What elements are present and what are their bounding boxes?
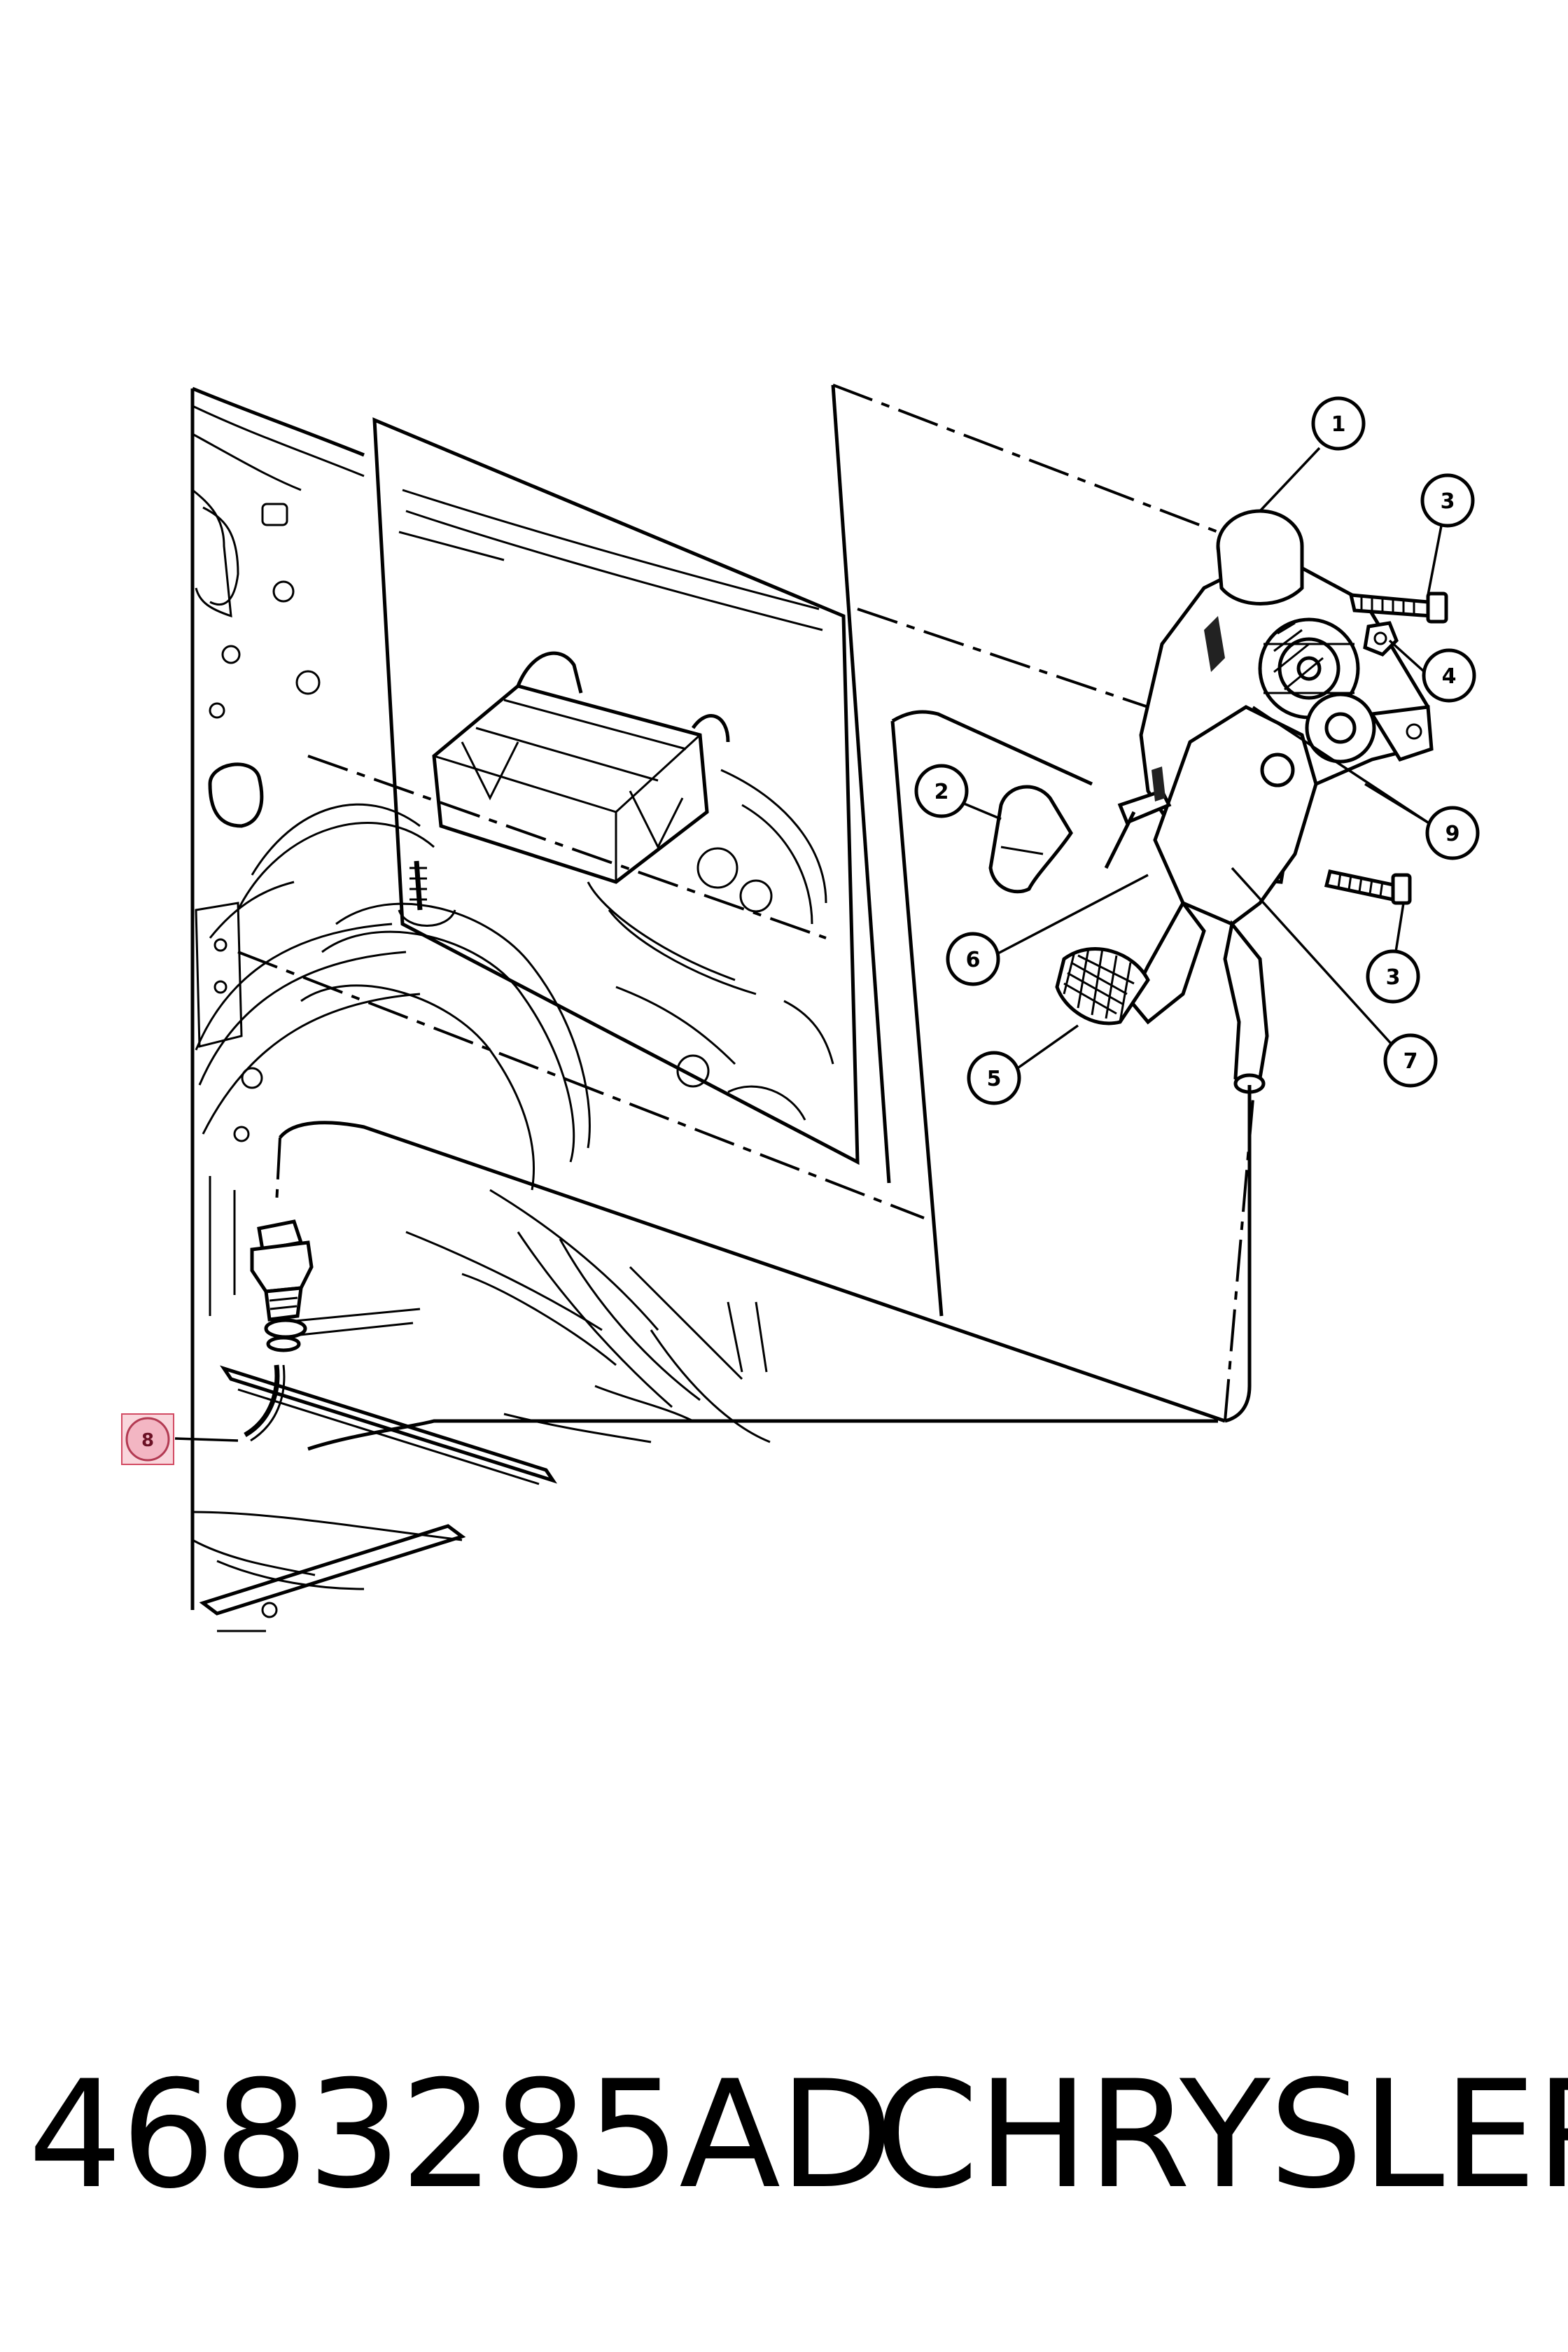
svg-text:3: 3 bbox=[1441, 489, 1455, 514]
part-number: 4683285AD bbox=[28, 2048, 893, 2221]
callout-5: 5 bbox=[967, 1051, 1021, 1105]
callout-6: 6 bbox=[946, 932, 1000, 986]
svg-text:3: 3 bbox=[1386, 965, 1401, 990]
callout-4: 4 bbox=[1422, 648, 1476, 703]
svg-text:5: 5 bbox=[987, 1067, 1002, 1091]
callout-8-highlighted[interactable]: 8 bbox=[121, 1413, 174, 1465]
cable-grommet-part bbox=[244, 1219, 314, 1442]
svg-text:2: 2 bbox=[934, 780, 949, 804]
svg-text:9: 9 bbox=[1446, 822, 1460, 846]
brand-name: CHRYSLER bbox=[875, 2048, 1568, 2221]
svg-text:6: 6 bbox=[966, 948, 981, 972]
svg-text:7: 7 bbox=[1404, 1049, 1418, 1074]
body-structure bbox=[190, 386, 771, 1632]
svg-text:1: 1 bbox=[1331, 412, 1346, 437]
svg-text:4: 4 bbox=[1442, 664, 1457, 689]
callout-9: 9 bbox=[1425, 806, 1480, 860]
callout-1: 1 bbox=[1311, 396, 1366, 451]
guide-lines bbox=[237, 755, 1254, 1451]
callout-2: 2 bbox=[914, 764, 969, 818]
dash-panel-outline bbox=[372, 417, 860, 1166]
footer: 4683285AD CHRYSLER bbox=[0, 2051, 1568, 2261]
callout-3-lower: 3 bbox=[1366, 949, 1420, 1004]
callout-7: 7 bbox=[1383, 1033, 1438, 1088]
parking-brake-assembly bbox=[1055, 509, 1448, 1423]
callout-3-upper: 3 bbox=[1420, 473, 1475, 528]
pad-cover-part bbox=[988, 785, 1073, 894]
svg-text:8: 8 bbox=[141, 1430, 154, 1451]
